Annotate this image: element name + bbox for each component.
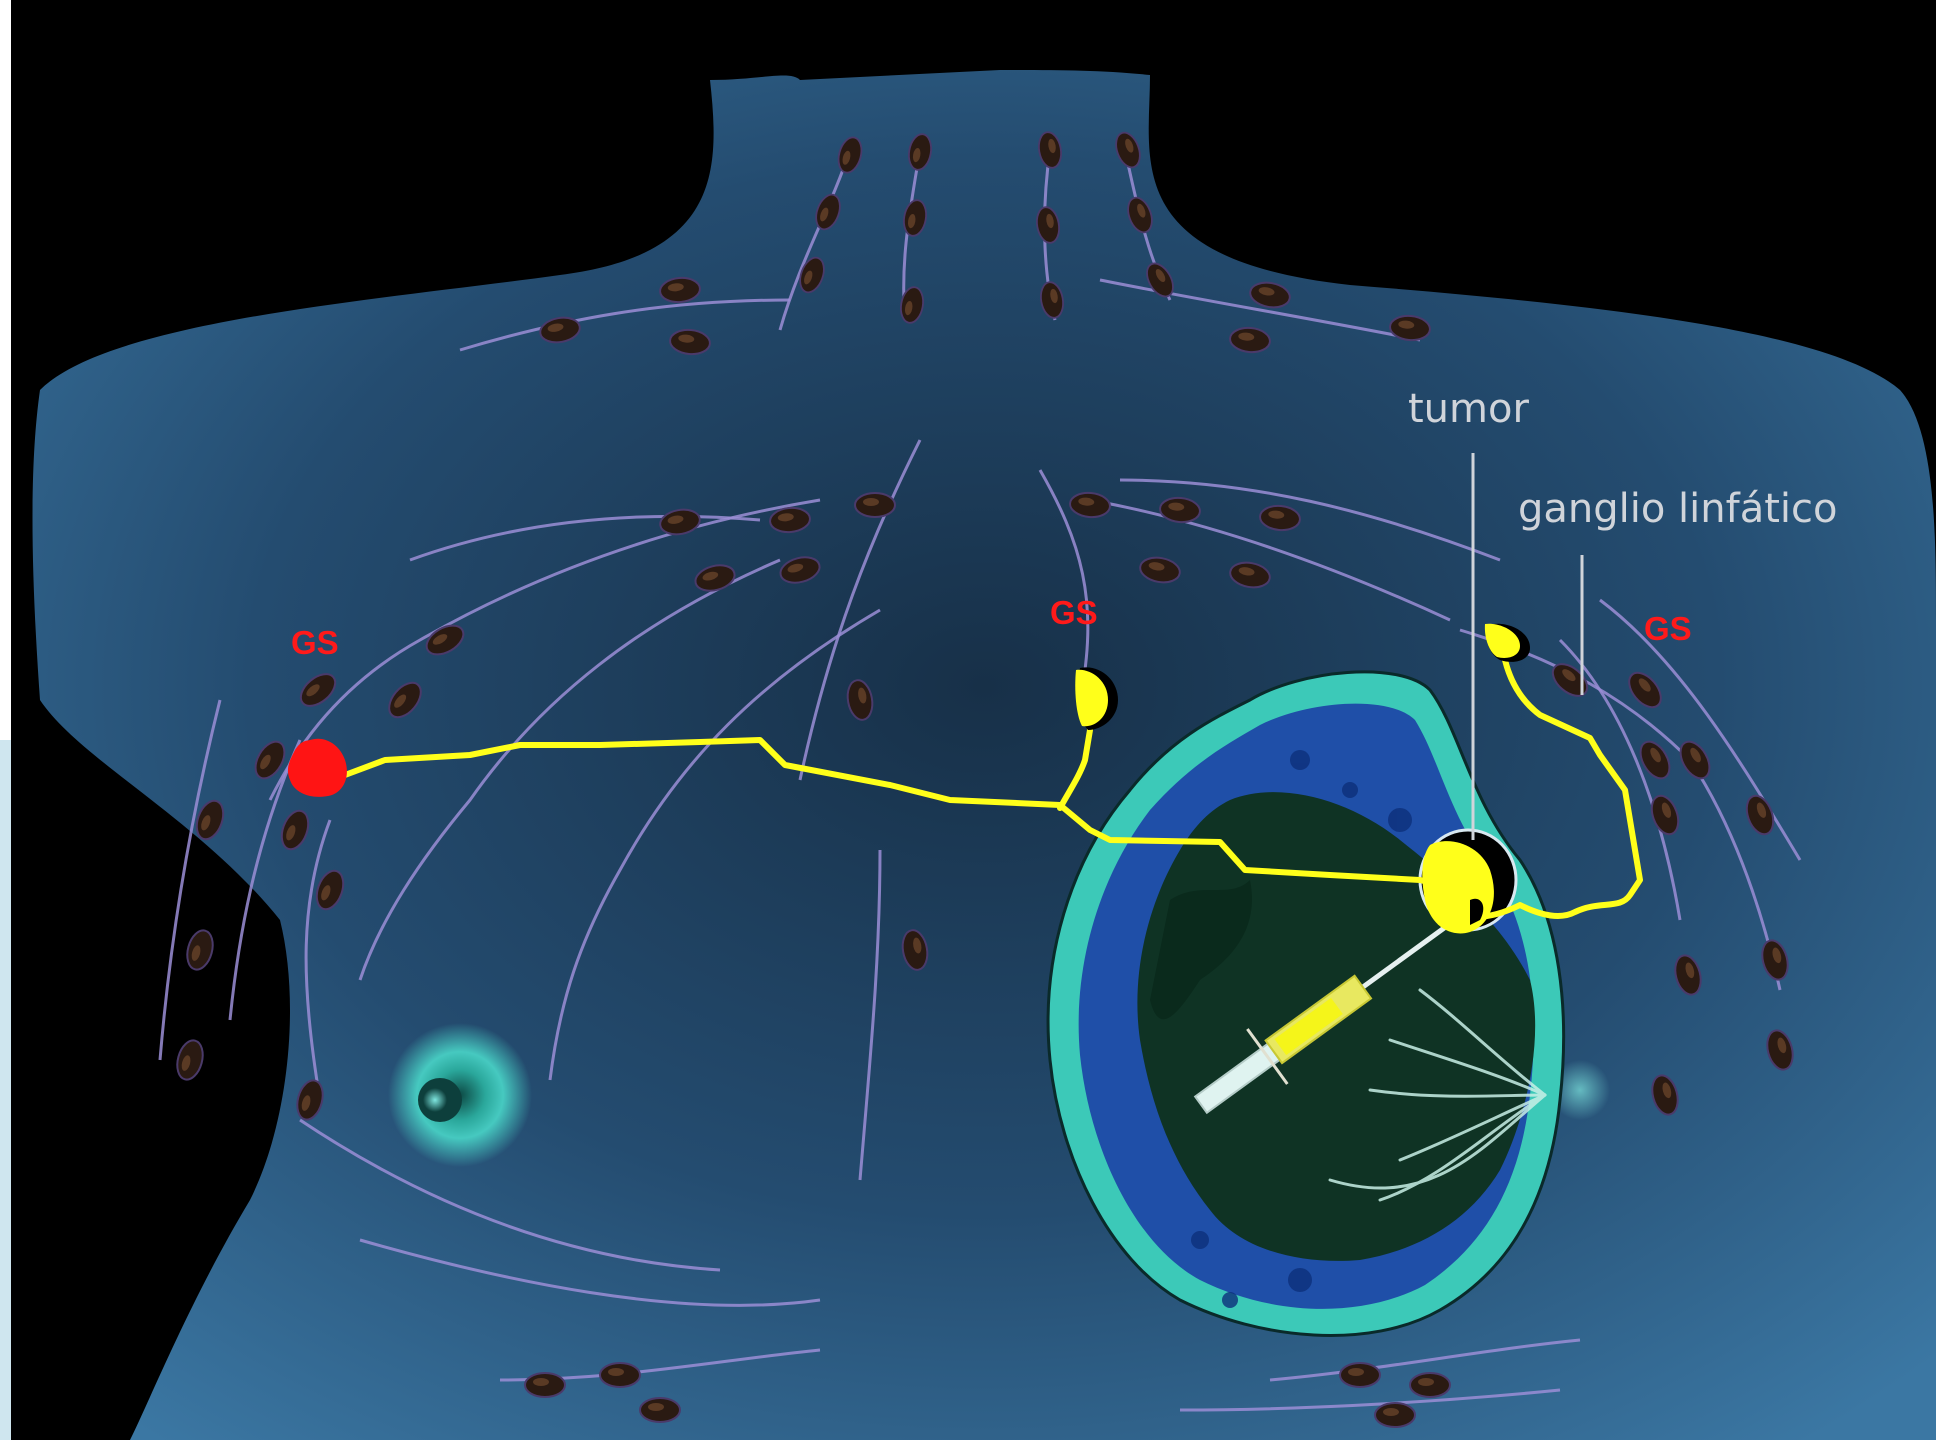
gs-label-left: GS <box>291 624 339 661</box>
gs-label-center: GS <box>1050 594 1098 631</box>
lymph-node-label: ganglio linfático <box>1518 486 1838 532</box>
left-areola <box>388 1023 532 1167</box>
tumor-label: tumor <box>1408 386 1529 432</box>
gs-label-right: GS <box>1644 610 1692 647</box>
